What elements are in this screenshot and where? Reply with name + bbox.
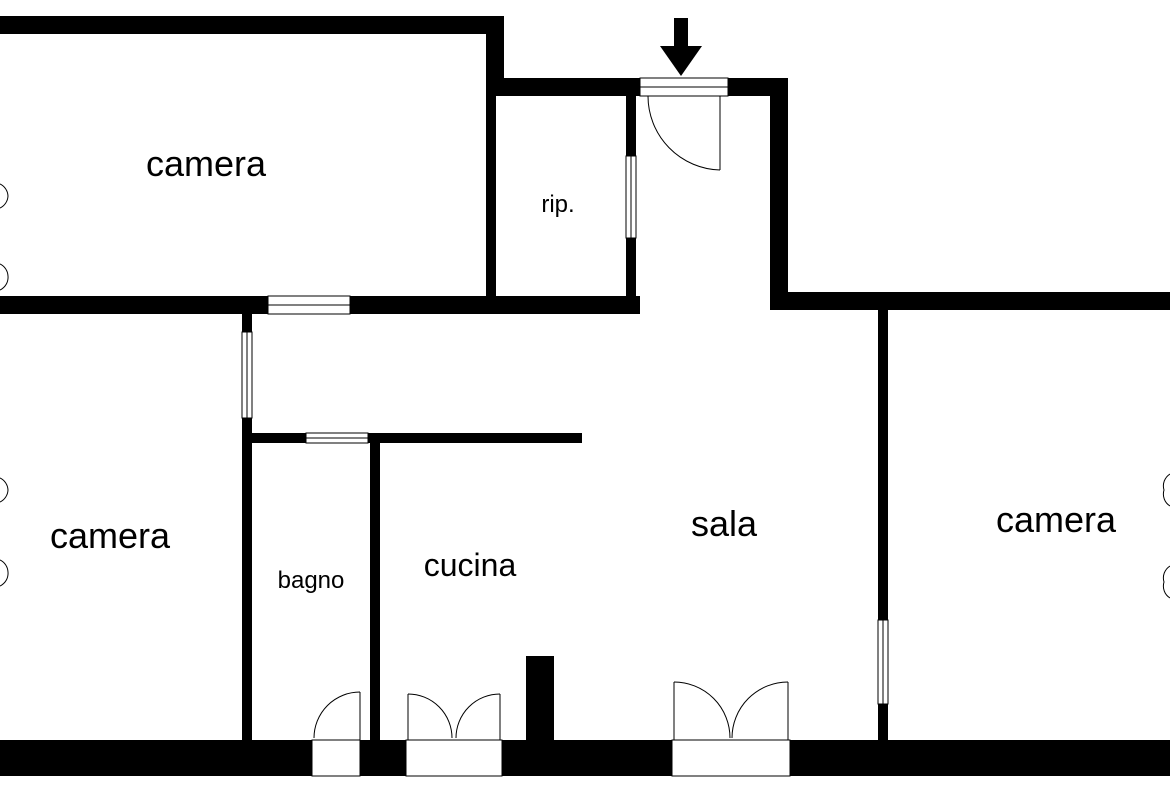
wall xyxy=(350,296,640,314)
openings xyxy=(0,77,1170,777)
wall xyxy=(0,296,268,314)
walls xyxy=(0,16,1170,776)
wall xyxy=(370,443,380,748)
wall xyxy=(252,433,306,443)
wall xyxy=(242,418,252,748)
wall xyxy=(626,90,636,156)
wall xyxy=(770,78,788,308)
wall xyxy=(242,314,252,332)
room-label-camera-right: camera xyxy=(996,499,1117,540)
window xyxy=(405,739,503,777)
room-label-cucina: cucina xyxy=(424,547,517,583)
wall xyxy=(878,310,888,620)
pillar xyxy=(526,656,554,746)
wall xyxy=(486,90,496,302)
wall xyxy=(0,740,312,776)
room-label-camera-top: camera xyxy=(146,143,267,184)
arrow-down-icon xyxy=(660,18,702,76)
room-label-ripostiglio: rip. xyxy=(541,191,574,218)
wall xyxy=(626,238,636,302)
wall xyxy=(0,16,504,34)
wall xyxy=(368,433,582,443)
entrance-door-swing xyxy=(647,95,721,171)
window xyxy=(311,739,361,777)
window xyxy=(671,739,791,777)
wall xyxy=(486,16,504,96)
room-label-camera-left: camera xyxy=(50,515,171,556)
wall xyxy=(878,704,888,748)
wall xyxy=(360,740,406,776)
wall xyxy=(790,740,1170,776)
wall xyxy=(770,292,1170,310)
wall xyxy=(486,78,640,96)
room-label-bagno: bagno xyxy=(278,567,345,594)
wall xyxy=(502,740,672,776)
room-label-sala: sala xyxy=(691,503,758,544)
